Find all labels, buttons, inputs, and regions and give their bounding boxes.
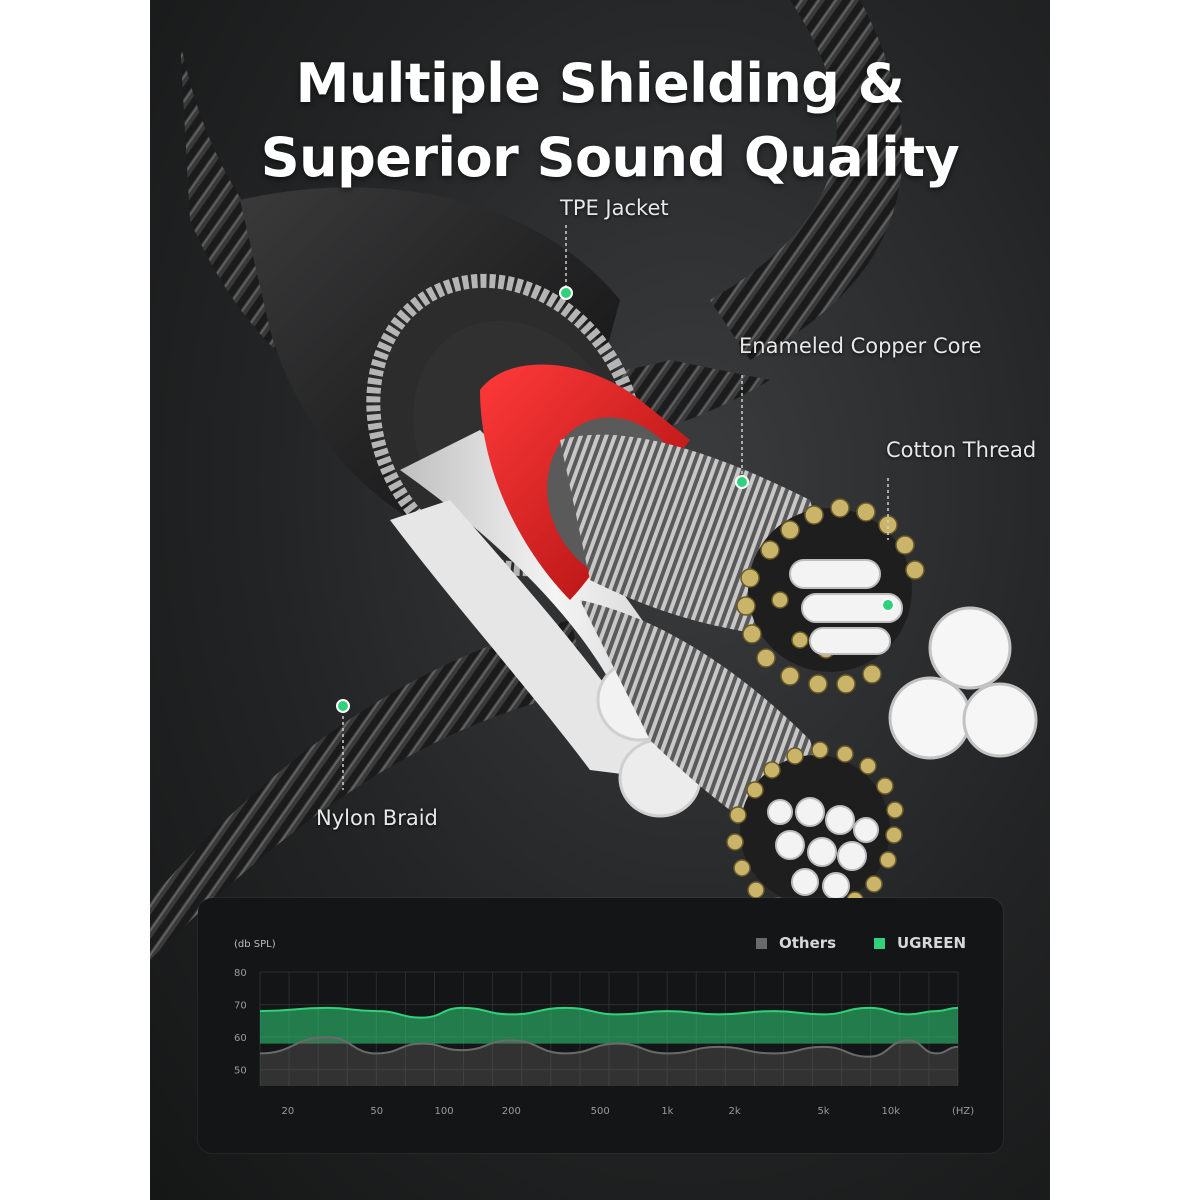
callout-enameled-copper-core: Enameled Copper Core — [739, 334, 982, 358]
legend-item-others: Others — [756, 934, 836, 952]
series-line-others — [259, 1036, 959, 1058]
y-tick-label: 50 — [234, 1066, 247, 1077]
x-tick-label: 2k — [729, 1106, 741, 1117]
series-area-others — [260, 1037, 958, 1086]
legend-label-ugreen: UGREEN — [897, 934, 967, 952]
legend-swatch-ugreen — [874, 938, 885, 949]
legend-item-ugreen: UGREEN — [874, 934, 966, 952]
x-tick-label: 500 — [591, 1106, 610, 1117]
y-axis-unit-label: (db SPL) — [234, 939, 276, 950]
callout-cotton-thread: Cotton Thread — [886, 438, 1037, 462]
x-tick-label: 10k — [882, 1106, 901, 1117]
headline-line-1: Multiple Shielding & — [295, 52, 905, 115]
callout-nylon-braid: Nylon Braid — [316, 806, 438, 830]
x-tick-label: 5k — [817, 1106, 829, 1117]
chart-plot-area: 80 70 60 50 20 50 100 200 500 1k 2k 5k 10k (HZ) — [234, 968, 974, 1117]
x-tick-label: 200 — [502, 1106, 521, 1117]
x-tick-label: 20 — [282, 1106, 295, 1117]
callout-tpe-jacket: TPE Jacket — [560, 196, 669, 220]
x-tick-label: 1k — [661, 1106, 673, 1117]
y-tick-label: 80 — [234, 968, 247, 979]
x-tick-label: 100 — [434, 1106, 453, 1117]
frequency-response-chart: (db SPL) Others UGREEN 80 70 60 50 20 50 100 20… — [198, 898, 1003, 1153]
cable-cross-section-illustration — [150, 0, 1038, 960]
headline-line-2: Superior Sound Quality — [260, 126, 960, 189]
legend-label-others: Others — [779, 934, 837, 952]
x-axis-unit-label: (HZ) — [952, 1106, 974, 1117]
series-line-ugreen — [259, 1006, 959, 1019]
product-image-panel: Multiple Shielding & Superior Sound Qual… — [150, 0, 1050, 1200]
y-tick-label: 70 — [234, 1001, 247, 1012]
y-tick-label: 60 — [234, 1033, 247, 1044]
x-tick-label: 50 — [370, 1106, 383, 1117]
legend-swatch-others — [756, 938, 767, 949]
